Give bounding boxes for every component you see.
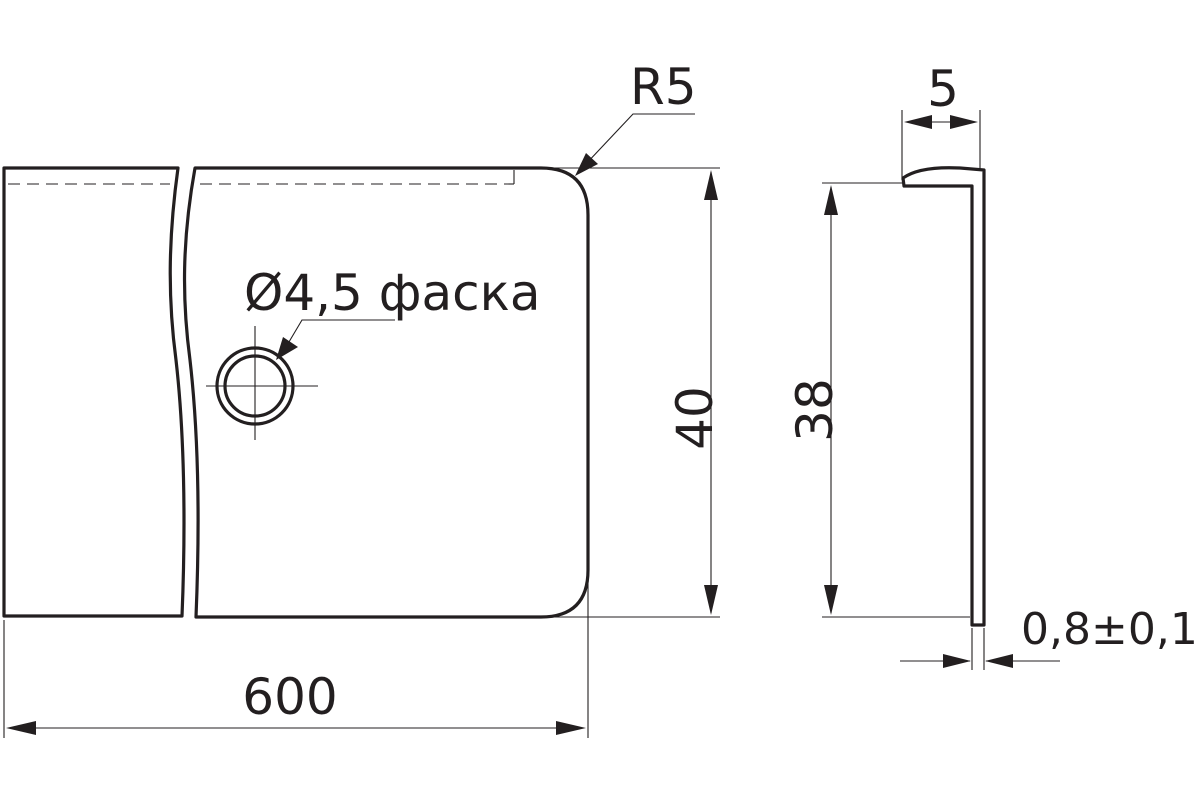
side-height-label: 38 xyxy=(786,378,844,442)
hole-leader-arrow xyxy=(276,337,298,360)
side-view: 5 38 0,8±0,1 xyxy=(786,60,1198,670)
lip-width-label: 5 xyxy=(927,60,959,118)
hole-leader-line xyxy=(282,319,395,353)
thickness-arrow-left xyxy=(943,654,971,668)
radius-leader-line xyxy=(583,113,695,167)
height-arrow-bottom xyxy=(704,585,718,615)
radius-leader-arrow xyxy=(575,153,598,176)
radius-label: R5 xyxy=(630,58,697,116)
length-arrow-right xyxy=(556,721,586,735)
plate-left-part xyxy=(2,166,186,618)
plate-right-part xyxy=(182,166,590,619)
thickness-arrow-right xyxy=(985,654,1013,668)
height-label: 40 xyxy=(666,386,724,450)
front-view: Ø4,5 фаска R5 40 600 xyxy=(2,58,724,738)
height-arrow-top xyxy=(704,170,718,200)
lip-arrow-right xyxy=(950,115,978,129)
length-arrow-left xyxy=(6,721,36,735)
hole-label: Ø4,5 фаска xyxy=(244,264,540,322)
side-height-arrow-bottom xyxy=(824,585,838,615)
thickness-label: 0,8±0,1 xyxy=(1021,604,1198,655)
side-height-arrow-top xyxy=(824,185,838,215)
length-label: 600 xyxy=(242,668,337,726)
lip-arrow-left xyxy=(904,115,932,129)
side-profile xyxy=(901,166,986,627)
